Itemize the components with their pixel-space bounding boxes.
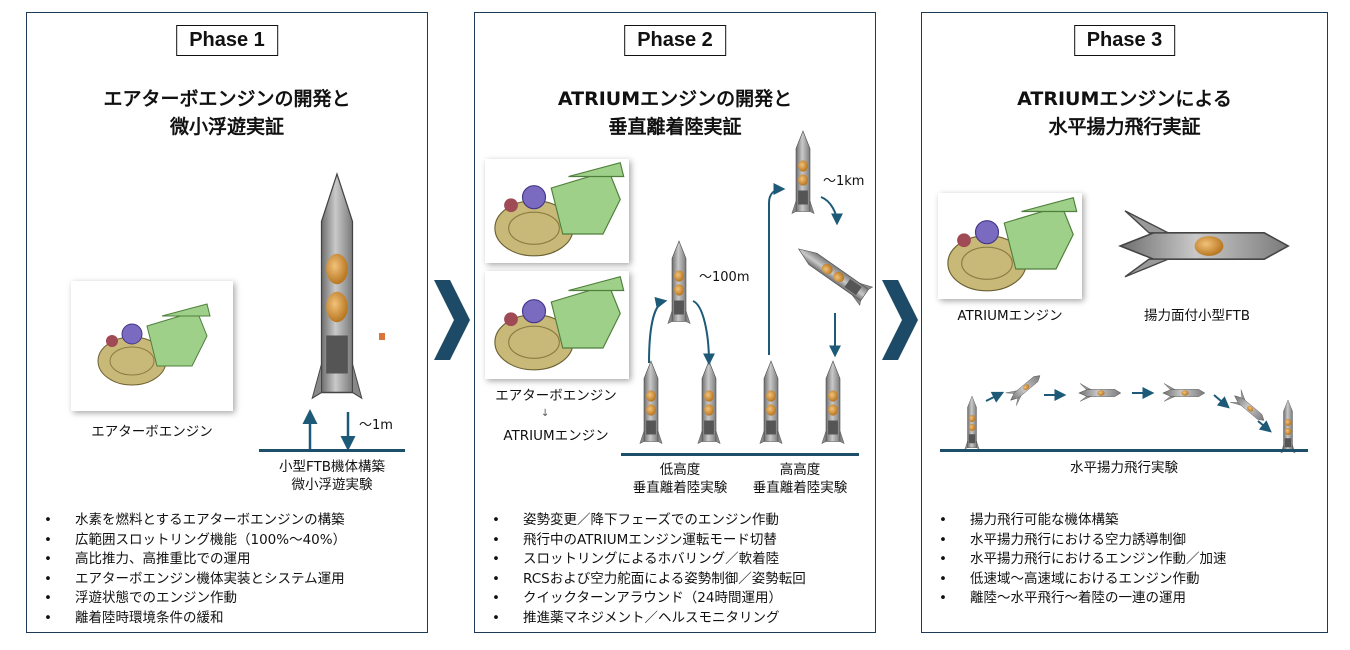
phase-3-flight-caption: 水平揚力飛行実験 [1070,460,1178,476]
phase-1-title-line1: エアターボエンジンの開発と [103,88,351,110]
phase-3-title-line2: 水平揚力飛行実証 [1048,116,1201,138]
phase-1-test-caption: 小型FTB機体構築 微小浮遊実験 [259,458,405,494]
phase-3-title: ATRIUMエンジンによる 水平揚力飛行実証 [922,85,1327,141]
phase-2-bullet-list: 姿勢変更／降下フェーズでのエンジン作動 飛行中のATRIUMエンジン運転モード切… [489,511,806,629]
list-item: 離陸～水平飛行～着陸の一連の運用 [936,589,1227,609]
phase-1-test-caption-line1: 小型FTB機体構築 [278,459,386,475]
phase-2-low-caption: 低高度 垂直離着陸実験 [621,461,739,497]
phase-3-flight-sequence [964,368,1296,454]
phase-1-engine-caption: エアターボエンジン [91,424,213,440]
phase-1-panel: Phase 1 エアターボエンジンの開発と 微小浮遊実証 エアターボエンジン ～… [26,12,428,633]
phase-2-title: ATRIUMエンジンの開発と 垂直離着陸実証 [475,85,875,141]
phase-1-test-caption-line2: 微小浮遊実験 [291,477,373,493]
arrow-down-icon: ↓ [541,408,550,419]
phase-1-altitude-label: ～1m [359,418,393,433]
phase-2-engine-caption-from: エアターボエンジン [495,388,617,404]
phase-2-engine-caption-to: ATRIUMエンジン [503,428,609,444]
phase-2-title-line1: ATRIUMエンジンの開発と [557,88,793,110]
list-item: RCSおよび空力舵面による姿勢制御／姿勢転回 [489,570,806,590]
list-item: 推進薬マネジメント／ヘルスモニタリング [489,609,806,629]
list-item: クイックターンアラウンド（24時間運用） [489,589,806,609]
list-item: 飛行中のATRIUMエンジン運転モード切替 [489,531,806,551]
phase-3-panel: Phase 3 ATRIUMエンジンによる 水平揚力飛行実証 ATRIUMエンジ… [921,12,1328,633]
chevron-right-icon [882,280,918,360]
phase-2-low-caption-line1: 低高度 [659,462,701,478]
list-item: スロットリングによるホバリング／軟着陸 [489,550,806,570]
phase-1-ftb-vehicle [311,173,385,400]
air-turbo-engine-image [485,158,629,264]
phase-1-title-line2: 微小浮遊実証 [169,116,284,138]
list-item: 水平揚力飛行におけるエンジン作動／加速 [936,550,1227,570]
phase-1-bullet-list: 水素を燃料とするエアターボエンジンの構築 広範囲スロットリング機能（100%～4… [41,511,346,629]
phase-2-low-altitude-trajectory [639,240,721,444]
phase-3-label: Phase 3 [1073,25,1176,56]
atrium-engine-image [938,193,1082,299]
phase-2-title-line2: 垂直離着陸実証 [608,116,742,138]
list-item: 水平揚力飛行における空力誘導制御 [936,531,1227,551]
phase-2-high-caption: 高高度 垂直離着陸実験 [741,461,859,497]
phase-2-high-altitude-trajectory [759,130,874,444]
list-item: 姿勢変更／降下フェーズでのエンジン作動 [489,511,806,531]
phase-3-title-line1: ATRIUMエンジンによる [1017,88,1232,110]
air-turbo-engine-image [71,281,233,411]
phase-2-high-caption-line1: 高高度 [779,462,821,478]
list-item: 広範囲スロットリング機能（100%～40%） [41,531,346,551]
chevron-right-icon [434,280,470,360]
phase-1-hover-arrows [302,409,356,451]
phase-3-ground-line [940,449,1308,452]
list-item: 水素を燃料とするエアターボエンジンの構築 [41,511,346,531]
list-item: 高比推力、高推重比での運用 [41,550,346,570]
phase-2-high-caption-line2: 垂直離着陸実験 [752,480,848,496]
phase-2-ground-line [621,453,859,456]
phase-3-vehicle-caption: 揚力面付小型FTB [1143,308,1251,324]
phase-2-high-altitude-label: ～1km [823,174,865,189]
phase-3-bullet-list: 揚力飛行可能な機体構築 水平揚力飛行における空力誘導制御 水平揚力飛行におけるエ… [936,511,1227,609]
phase-2-low-caption-line2: 垂直離着陸実験 [632,480,728,496]
phase-3-winged-ftb-vehicle [1118,209,1290,278]
list-item: 低速域～高速域におけるエンジン作動 [936,570,1227,590]
list-item: 浮遊状態でのエンジン作動 [41,589,346,609]
phase-2-low-altitude-label: ～100m [699,270,750,285]
phase-2-panel: Phase 2 ATRIUMエンジンの開発と 垂直離着陸実証 エアターボエンジン… [474,12,876,633]
phase-2-label: Phase 2 [624,25,726,56]
phase-1-title: エアターボエンジンの開発と 微小浮遊実証 [27,85,427,141]
phase-1-label: Phase 1 [176,25,278,56]
phase-3-engine-caption: ATRIUMエンジン [957,308,1063,324]
list-item: エアターボエンジン機体実装とシステム運用 [41,570,346,590]
list-item: 揚力飛行可能な機体構築 [936,511,1227,531]
phase-1-ground-line [259,449,405,452]
atrium-engine-image [485,271,629,379]
list-item: 離着陸時環境条件の緩和 [41,609,346,629]
